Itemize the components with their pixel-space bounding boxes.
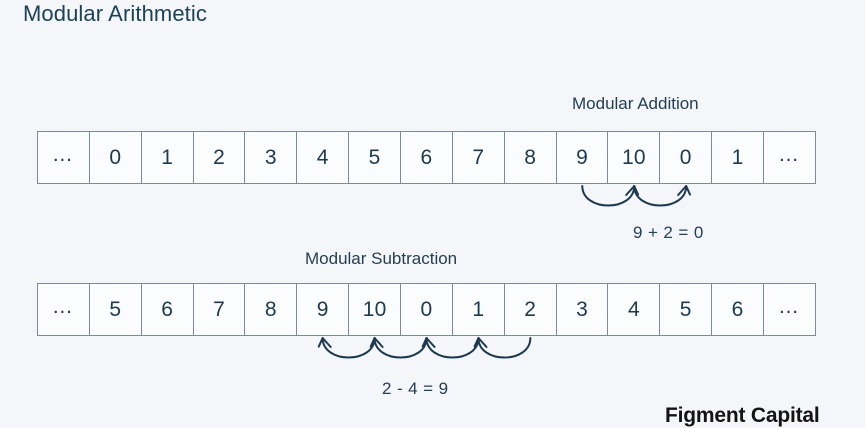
modular-addition-label: Modular Addition — [572, 94, 699, 113]
hop-arc — [581, 185, 636, 207]
hop-arc — [321, 337, 376, 359]
number-cell: 0 — [401, 284, 453, 335]
number-cell: 8 — [245, 284, 298, 335]
number-cell: … — [777, 142, 801, 166]
hop-arrowhead — [473, 337, 488, 348]
modular-addition-equation: 9 + 2 = 0 — [633, 223, 704, 242]
number-cell: 7 — [194, 284, 246, 335]
number-cell: 5 — [90, 284, 142, 335]
brand-wordmark: Figment Capital — [665, 404, 820, 427]
number-cell: … — [777, 294, 801, 318]
hop-arc — [633, 185, 688, 207]
number-cell: 6 — [142, 284, 194, 335]
number-cell: 5 — [660, 284, 713, 335]
hop-arrowhead — [677, 185, 692, 196]
hop-arrowhead — [421, 337, 436, 348]
number-cell: 3 — [245, 132, 298, 183]
number-cell: 4 — [297, 132, 350, 183]
number-cell: 2 — [505, 284, 557, 335]
number-cell: 6 — [401, 132, 453, 183]
number-cell: 0 — [90, 132, 142, 183]
number-cell: 4 — [608, 284, 661, 335]
number-cell: 1 — [142, 132, 194, 183]
number-cell: … — [38, 132, 90, 183]
number-cell: 10 — [608, 132, 661, 183]
number-cell: 9 — [297, 284, 350, 335]
number-cell: 1 — [712, 132, 765, 183]
number-cell: 1 — [453, 284, 505, 335]
hop-arc — [425, 337, 480, 359]
number-cell: 7 — [453, 132, 505, 183]
number-cell: 3 — [557, 284, 609, 335]
number-cell: … — [38, 284, 90, 335]
number-cell: 0 — [660, 132, 713, 183]
hop-arrowhead — [317, 337, 332, 348]
hop-arc — [477, 337, 532, 359]
number-cell: 5 — [349, 132, 402, 183]
page-title: Modular Arithmetic — [23, 1, 207, 26]
number-cell: 10 — [349, 284, 402, 335]
modular-subtraction-label: Modular Subtraction — [305, 249, 458, 268]
hop-arc — [373, 337, 428, 359]
number-cell: 2 — [194, 132, 246, 183]
modular-subtraction-equation: 2 - 4 = 9 — [382, 379, 449, 398]
hop-arrowhead — [369, 337, 384, 348]
number-cell: 6 — [712, 284, 765, 335]
number-cell: 9 — [557, 132, 609, 183]
hop-arrowhead — [625, 185, 640, 196]
number-cell: 8 — [505, 132, 557, 183]
